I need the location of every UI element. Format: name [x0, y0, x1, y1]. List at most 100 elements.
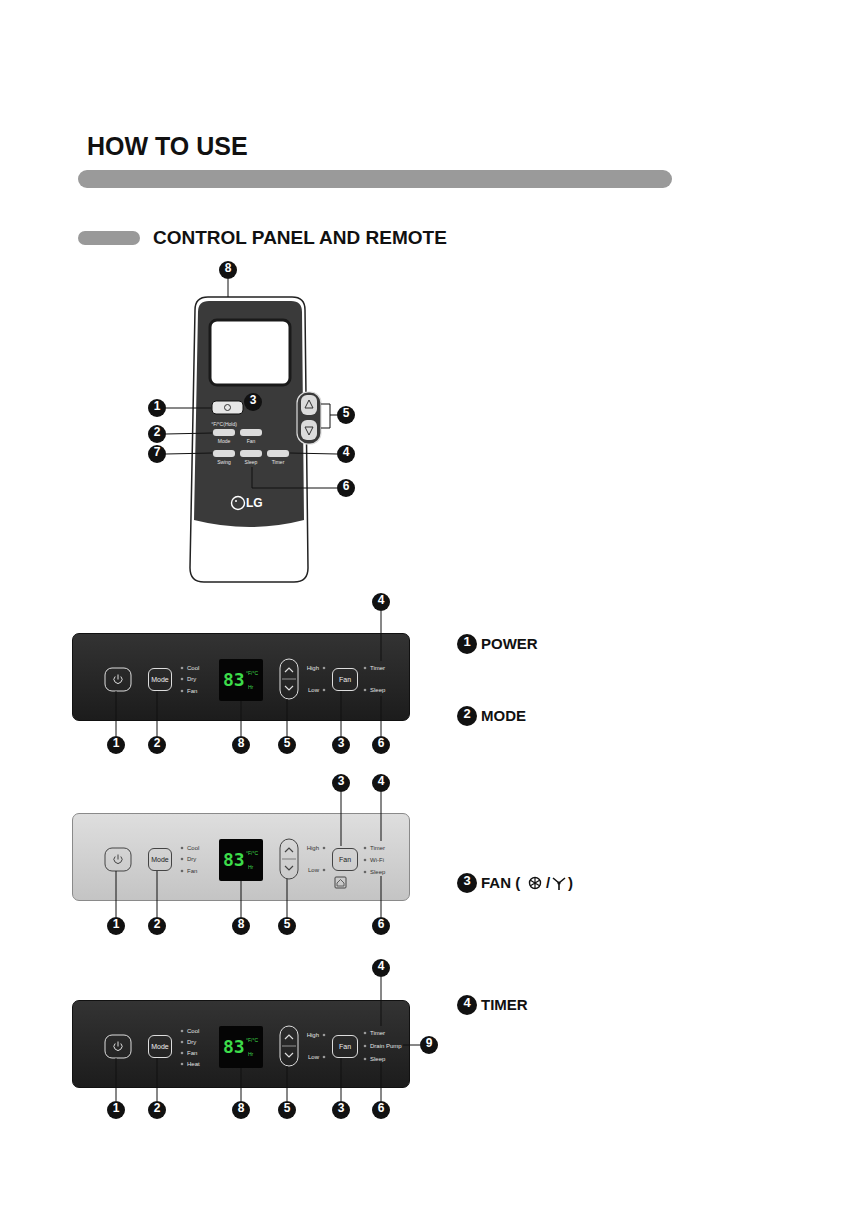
indicator-label: Dry	[187, 856, 196, 863]
sleep-button	[240, 450, 262, 457]
indicator-led	[364, 667, 367, 670]
power-symbol	[114, 675, 122, 684]
leader-line	[241, 1068, 242, 1101]
panel-button: Mode	[148, 848, 172, 871]
down-arrow	[305, 427, 313, 435]
remote-button-label: °F/°C(Hold)	[211, 421, 237, 428]
display-text: Hr	[248, 864, 253, 870]
up-down-button	[280, 839, 298, 879]
page-title: HOW TO USE	[87, 131, 248, 161]
callout-number: 4	[372, 959, 390, 977]
indicator-label: High	[307, 1032, 319, 1039]
indicator-led	[364, 1058, 367, 1061]
power-button	[105, 668, 131, 691]
section-heading: CONTROL PANEL AND REMOTE	[153, 226, 447, 249]
indicator-led	[364, 859, 367, 862]
feature-heading: POWER	[481, 635, 538, 653]
up-down-divider	[282, 679, 296, 680]
button-label: Mode	[151, 1043, 169, 1051]
leader-line	[157, 691, 158, 736]
fan-button	[240, 429, 262, 436]
button-label: Fan	[339, 676, 351, 684]
leader-line	[341, 1058, 342, 1101]
button-label: Mode	[151, 856, 169, 864]
display-window: 83°F/°CHr	[219, 839, 263, 881]
leader-line	[157, 871, 158, 917]
indicator-label: Low	[308, 687, 319, 694]
indicator-label: Fan	[187, 868, 197, 875]
panel-button: Fan	[332, 1035, 358, 1058]
indicator-led	[181, 1052, 184, 1055]
power-symbol	[114, 855, 122, 864]
indicator-label: Sleep	[370, 869, 385, 876]
callout-number: 8	[232, 736, 250, 754]
leader-line	[116, 1058, 117, 1101]
callout-number: 4	[457, 995, 477, 1015]
control-panel: 83°F/°CHrModeFanCoolDryFanHighLowTimerSl…	[72, 633, 410, 721]
callout-number: 6	[372, 736, 390, 754]
callout-number: 2	[148, 736, 166, 754]
callout-number: 1	[457, 634, 477, 654]
mode-button	[213, 429, 235, 436]
indicator-label: Low	[308, 1054, 319, 1061]
callout-number: 3	[244, 393, 262, 411]
up-down-arrows	[285, 1035, 293, 1057]
display-text: Hr	[248, 1051, 253, 1057]
indicator-label: Cool	[187, 845, 199, 852]
smart-icon-house	[337, 880, 344, 887]
callout-number: 3	[457, 873, 477, 893]
button-label: Mode	[151, 676, 169, 684]
indicator-label: Sleep	[370, 687, 385, 694]
indicator-label: Dry	[187, 676, 196, 683]
lg-logo-dot	[235, 500, 237, 502]
swing-button	[213, 450, 235, 457]
callout-number: 6	[372, 1101, 390, 1119]
leader-line	[287, 699, 288, 736]
callout-number: 8	[232, 1101, 250, 1119]
indicator-label: High	[307, 665, 319, 672]
callout-number: 5	[278, 917, 296, 935]
remote-screen	[210, 320, 290, 385]
fan-speed-icon	[553, 878, 565, 890]
callout-number: 1	[107, 1101, 125, 1119]
up-down-divider	[282, 1046, 296, 1047]
remote-control	[190, 297, 321, 582]
indicator-led	[364, 689, 367, 692]
indicator-label: Fan	[187, 688, 197, 695]
indicator-label: Wi-Fi	[370, 857, 384, 864]
indicator-led	[181, 678, 184, 681]
feature-heading: /	[546, 874, 550, 892]
callout-number: 8	[232, 917, 250, 935]
callout-number: 3	[332, 736, 350, 754]
leader-line	[166, 408, 211, 409]
leader-line	[381, 792, 382, 841]
indicator-label: Cool	[187, 665, 199, 672]
indicator-led	[323, 869, 326, 872]
display-window: 83°F/°CHr	[219, 659, 263, 701]
leader-line	[241, 881, 242, 917]
leader-line	[228, 279, 229, 297]
callout-number: 6	[337, 479, 355, 497]
remote-button-label: Fan	[247, 438, 256, 445]
up-down-divider	[282, 859, 296, 860]
fan-icon	[530, 878, 541, 889]
power-symbol	[114, 1042, 122, 1051]
brand-logo: LG	[246, 496, 263, 510]
callout-number: 7	[148, 445, 166, 463]
display-text: °F/°C	[246, 1037, 258, 1043]
leader-line	[381, 611, 382, 661]
callout-number: 1	[107, 736, 125, 754]
callout-number: 2	[148, 425, 166, 443]
up-button	[301, 395, 317, 415]
up-down-arrows	[285, 848, 293, 870]
callout-number: 5	[278, 736, 296, 754]
leader-line	[116, 871, 117, 917]
leader-line	[290, 453, 337, 454]
indicator-label: Timer	[370, 845, 385, 852]
button-label: Fan	[339, 1043, 351, 1051]
callout-number: 2	[148, 1101, 166, 1119]
power-symbol	[225, 405, 231, 411]
smart-icon	[335, 877, 346, 888]
leader-line	[381, 876, 382, 917]
power-button	[105, 1035, 131, 1058]
